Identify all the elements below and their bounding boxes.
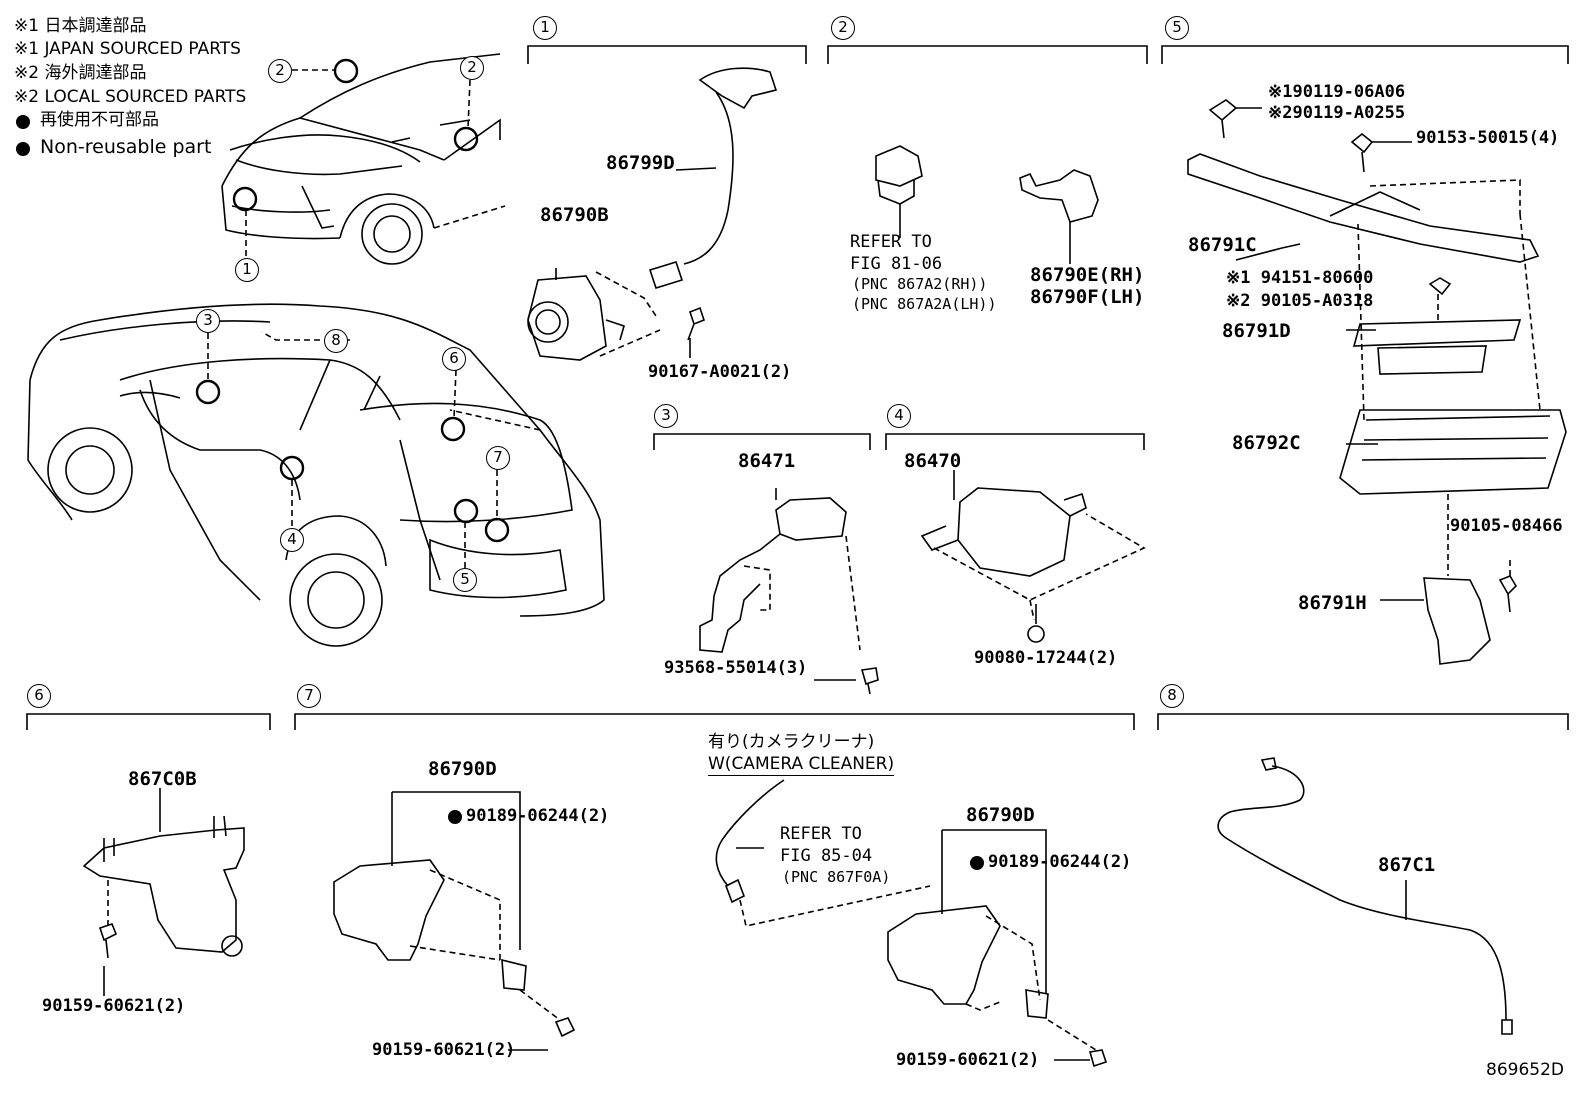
nonreusable-dot-icon — [16, 115, 30, 129]
part-86791H[interactable]: 86791H — [1298, 592, 1367, 614]
section2-drawing — [875, 145, 1099, 264]
part-86790F-LH[interactable]: 86790F(LH) — [1030, 286, 1145, 308]
section-callout-3[interactable]: 3 — [654, 404, 678, 428]
section-callout-5[interactable]: 5 — [1165, 16, 1189, 40]
part-90105-08466[interactable]: 90105-08466 — [1450, 516, 1563, 536]
car-callout-7[interactable]: 7 — [486, 446, 510, 470]
section-callout-1[interactable]: 1 — [533, 16, 557, 40]
part-867C0B[interactable]: 867C0B — [128, 768, 197, 790]
section-callout-6[interactable]: 6 — [27, 684, 51, 708]
part-86790D[interactable]: 86790D — [428, 758, 497, 780]
section-callout-7[interactable]: 7 — [297, 684, 321, 708]
car-callout-6[interactable]: 6 — [442, 347, 466, 371]
part-94151-80600[interactable]: ※1 94151-80600 — [1226, 268, 1374, 288]
section7-fig-link[interactable]: FIG 85-04 — [780, 846, 873, 866]
section4-drawing — [920, 470, 1146, 643]
part-90167-A0021[interactable]: 90167-A0021(2) — [648, 362, 792, 382]
part-90080-17244[interactable]: 90080-17244(2) — [974, 648, 1118, 668]
car-callout-2[interactable]: 2 — [460, 56, 484, 80]
car-callout-8[interactable]: 8 — [324, 329, 348, 353]
car-callout-2[interactable]: 2 — [268, 59, 292, 83]
nonreusable-dot-icon — [448, 810, 462, 824]
section7-left-drawing — [333, 791, 576, 1051]
section-callout-2[interactable]: 2 — [831, 16, 855, 40]
section-brackets — [26, 45, 1569, 730]
section7-cleaner-drawing — [715, 779, 931, 927]
part-90159-60621[interactable]: 90159-60621(2) — [42, 996, 186, 1016]
part-90153-50015[interactable]: 90153-50015(4) — [1416, 128, 1560, 148]
car-callout-5[interactable]: 5 — [453, 568, 477, 592]
part-90159-60621[interactable]: 90159-60621(2) — [372, 1040, 516, 1060]
part-90189-06244[interactable]: 90189-06244(2) — [988, 852, 1132, 872]
diagram-code: 869652D — [1486, 1060, 1564, 1080]
section2-refer-label: REFER TO — [850, 232, 932, 252]
nonreusable-dot-icon — [970, 856, 984, 870]
section-callout-8[interactable]: 8 — [1160, 684, 1184, 708]
part-86471[interactable]: 86471 — [738, 450, 796, 472]
legend-note2-jp: ※2 海外調達部品 — [14, 63, 147, 83]
part-86790B[interactable]: 86790B — [540, 204, 609, 226]
section-callout-4[interactable]: 4 — [887, 404, 911, 428]
front-car-outline — [221, 53, 506, 265]
section1-drawing — [527, 67, 778, 361]
section7-right-drawing — [887, 829, 1108, 1068]
legend-nonreuse-en: Non-reusable part — [40, 136, 212, 158]
section2-pnc-rh: (PNC 867A2(RH)) — [852, 275, 988, 293]
part-86790E-RH[interactable]: 86790E(RH) — [1030, 264, 1145, 286]
legend-note1-jp: ※1 日本調達部品 — [14, 16, 147, 36]
part-86792C[interactable]: 86792C — [1232, 432, 1301, 454]
section7-pnc: (PNC 867F0A) — [782, 868, 891, 886]
car-callout-1[interactable]: 1 — [235, 258, 259, 282]
part-90189-06244[interactable]: 90189-06244(2) — [466, 806, 610, 826]
section6-drawing — [82, 788, 245, 996]
part-93568-55014[interactable]: 93568-55014(3) — [664, 658, 808, 678]
legend-note2-en: ※2 LOCAL SOURCED PARTS — [14, 87, 247, 107]
locator-circles — [195, 58, 510, 543]
part-867C1[interactable]: 867C1 — [1378, 854, 1436, 876]
rear-car-outline — [27, 303, 605, 647]
part-90119-06A06[interactable]: ※190119-06A06 — [1268, 82, 1406, 102]
cleaner-note-en: W(CAMERA CLEANER) — [708, 754, 895, 776]
part-90159-60621[interactable]: 90159-60621(2) — [896, 1050, 1040, 1070]
cleaner-note-jp: 有り(カメラクリーナ) — [708, 732, 875, 752]
section2-pnc-lh: (PNC 867A2A(LH)) — [852, 295, 997, 313]
part-86791D[interactable]: 86791D — [1222, 320, 1291, 342]
part-90119-A0255[interactable]: ※290119-A0255 — [1268, 103, 1406, 123]
part-86790D[interactable]: 86790D — [966, 804, 1035, 826]
section7-refer-label: REFER TO — [780, 824, 862, 844]
car-callout-4[interactable]: 4 — [280, 528, 304, 552]
part-86470[interactable]: 86470 — [904, 450, 962, 472]
part-86791C[interactable]: 86791C — [1188, 234, 1257, 256]
car-callout-3[interactable]: 3 — [196, 309, 220, 333]
section2-fig-link[interactable]: FIG 81-06 — [850, 254, 943, 274]
legend-nonreuse-jp: 再使用不可部品 — [40, 110, 159, 130]
part-90105-A0318[interactable]: ※2 90105-A0318 — [1226, 291, 1374, 311]
legend-note1-en: ※1 JAPAN SOURCED PARTS — [14, 39, 241, 59]
part-86799D[interactable]: 86799D — [606, 152, 675, 174]
section3-drawing — [699, 488, 879, 695]
nonreusable-dot-icon — [16, 142, 30, 156]
section8-drawing — [1217, 757, 1513, 1035]
section5-drawing — [1187, 99, 1567, 665]
